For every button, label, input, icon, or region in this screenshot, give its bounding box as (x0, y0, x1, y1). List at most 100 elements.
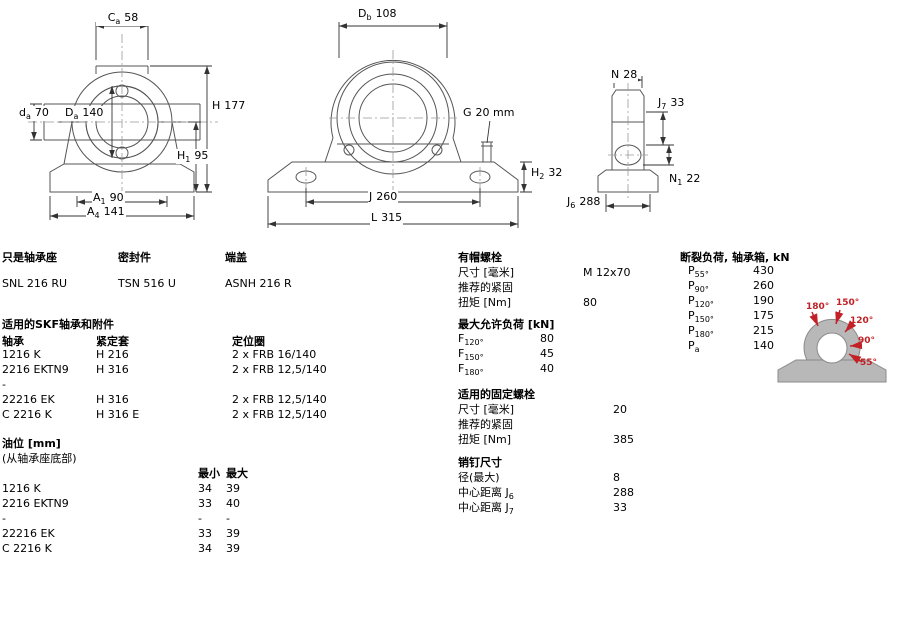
oil-level-subtitle: (从轴承座底部) (2, 452, 77, 465)
row-value: 215 (753, 324, 774, 337)
bearing-row: 1216 K H 216 2 x FRB 16/140 (2, 348, 316, 361)
dim-sub: 7 (661, 102, 667, 112)
bearings-title: 适用的SKF轴承和附件 (2, 318, 114, 331)
fixing-bolt-row: 尺寸 [毫米]20 (458, 401, 627, 417)
sleeve-cell: H 316 (96, 393, 129, 406)
row-label: 中心距离 J7 (458, 499, 613, 516)
oil-bearing: C 2216 K (2, 542, 52, 555)
load-symbol: P (688, 339, 695, 352)
dim-base: C (107, 11, 116, 24)
pin-label-text: 中心距离 J (458, 486, 509, 499)
row-value: 40 (540, 362, 554, 375)
dim-value: 90 (109, 191, 124, 204)
load-symbol: P (688, 294, 695, 307)
load-direction-pictogram (777, 309, 887, 383)
row-value: 45 (540, 347, 554, 360)
dim-sub: 1 (100, 197, 106, 207)
row-label: Pa (688, 339, 753, 354)
load-angle-sub: 180° (464, 368, 484, 378)
row-label: P90° (688, 279, 753, 294)
dim-sub: 6 (570, 201, 576, 211)
row-label: 扭矩 [Nm] (458, 433, 512, 446)
row-value: 288 (613, 486, 634, 499)
oil-max: 39 (226, 527, 240, 540)
row-label: 推荐的紧固 (458, 281, 513, 294)
dim-sub: a (73, 112, 79, 122)
row-value: 430 (753, 264, 774, 277)
row-label: 中心距离 J6 (458, 484, 613, 501)
breaking-load-row: P90°260 (688, 279, 774, 294)
oil-max: 39 (226, 542, 240, 555)
bearing-row: - (2, 378, 232, 391)
angle-label-90: 90° (858, 336, 876, 346)
oil-min: 33 (198, 497, 212, 510)
load-angle-sub: 55° (694, 270, 709, 280)
bearings-col-bearing: 轴承 (2, 335, 24, 348)
oil-max: 39 (226, 482, 240, 495)
bearing-cell: 2216 EKTN9 (2, 363, 69, 376)
dim-value: 260 (376, 190, 398, 203)
dim-value: 108 (375, 7, 397, 20)
dim-sub: 1 (185, 155, 191, 165)
ring-cell: 2 x FRB 12,5/140 (232, 408, 327, 421)
angle-label-180: 180° (806, 302, 830, 312)
housing-designation: SNL 216 RU (2, 277, 68, 290)
dim-base: N (611, 68, 620, 81)
dim-value: 28 (623, 68, 638, 81)
row-label: 尺寸 [毫米] (458, 403, 515, 416)
oil-bearing: 2216 EKTN9 (2, 497, 69, 510)
oil-min: 34 (198, 482, 212, 495)
sleeve-cell: H 216 (96, 348, 129, 361)
breaking-load-row: P120°190 (688, 294, 774, 309)
ring-cell: 2 x FRB 12,5/140 (232, 363, 327, 376)
bearing-cell: 1216 K (2, 348, 41, 361)
dim-base: N (669, 172, 678, 185)
dim-base: H (177, 149, 186, 162)
dim-value: 32 (548, 166, 563, 179)
load-symbol: P (688, 264, 695, 277)
seals-header: 密封件 (118, 251, 151, 264)
oil-col-max: 最大 (226, 467, 248, 480)
row-label: P55° (688, 264, 753, 279)
fixing-bolt-row: 扭矩 [Nm]385 (458, 431, 634, 447)
pins-title: 销钉尺寸 (458, 456, 502, 469)
row-label: P180° (688, 324, 753, 339)
attachment-bolt-row: 扭矩 [Nm]80 (458, 294, 597, 310)
row-value: M 12x70 (583, 266, 631, 279)
row-label: 尺寸 [毫米] (458, 266, 515, 279)
oil-max: 40 (226, 497, 240, 510)
bearings-col-ring: 定位圈 (232, 335, 265, 348)
pin-label-sub: 7 (508, 507, 514, 517)
load-angle-sub: 180° (694, 330, 714, 340)
row-value: 260 (753, 279, 774, 292)
breaking-loads-title: 断裂负荷, 轴承箱, kN (680, 251, 790, 264)
pin-label-sub: 6 (508, 492, 514, 502)
row-label: P150° (688, 309, 753, 324)
front-section-dimensions (30, 22, 212, 220)
pin-label-text: 中心距离 J (458, 501, 509, 514)
max-load-row: F180°40 (458, 362, 554, 377)
row-label: 推荐的紧固 (458, 418, 513, 431)
load-symbol: P (688, 279, 695, 292)
sleeve-cell: H 316 (96, 363, 129, 376)
ring-cell: 2 x FRB 16/140 (232, 348, 317, 361)
seal-designation: TSN 516 U (118, 277, 176, 290)
dim-base: A (87, 205, 95, 218)
fixing-bolt-row: 推荐的紧固 (458, 416, 613, 432)
breaking-load-row: P180°215 (688, 324, 774, 339)
ring-cell: 2 x FRB 12,5/140 (232, 393, 327, 406)
angle-label-55: 55° (860, 358, 878, 368)
attachment-bolt-row: 推荐的紧固 (458, 279, 583, 295)
load-angle-sub: 90° (694, 285, 709, 295)
